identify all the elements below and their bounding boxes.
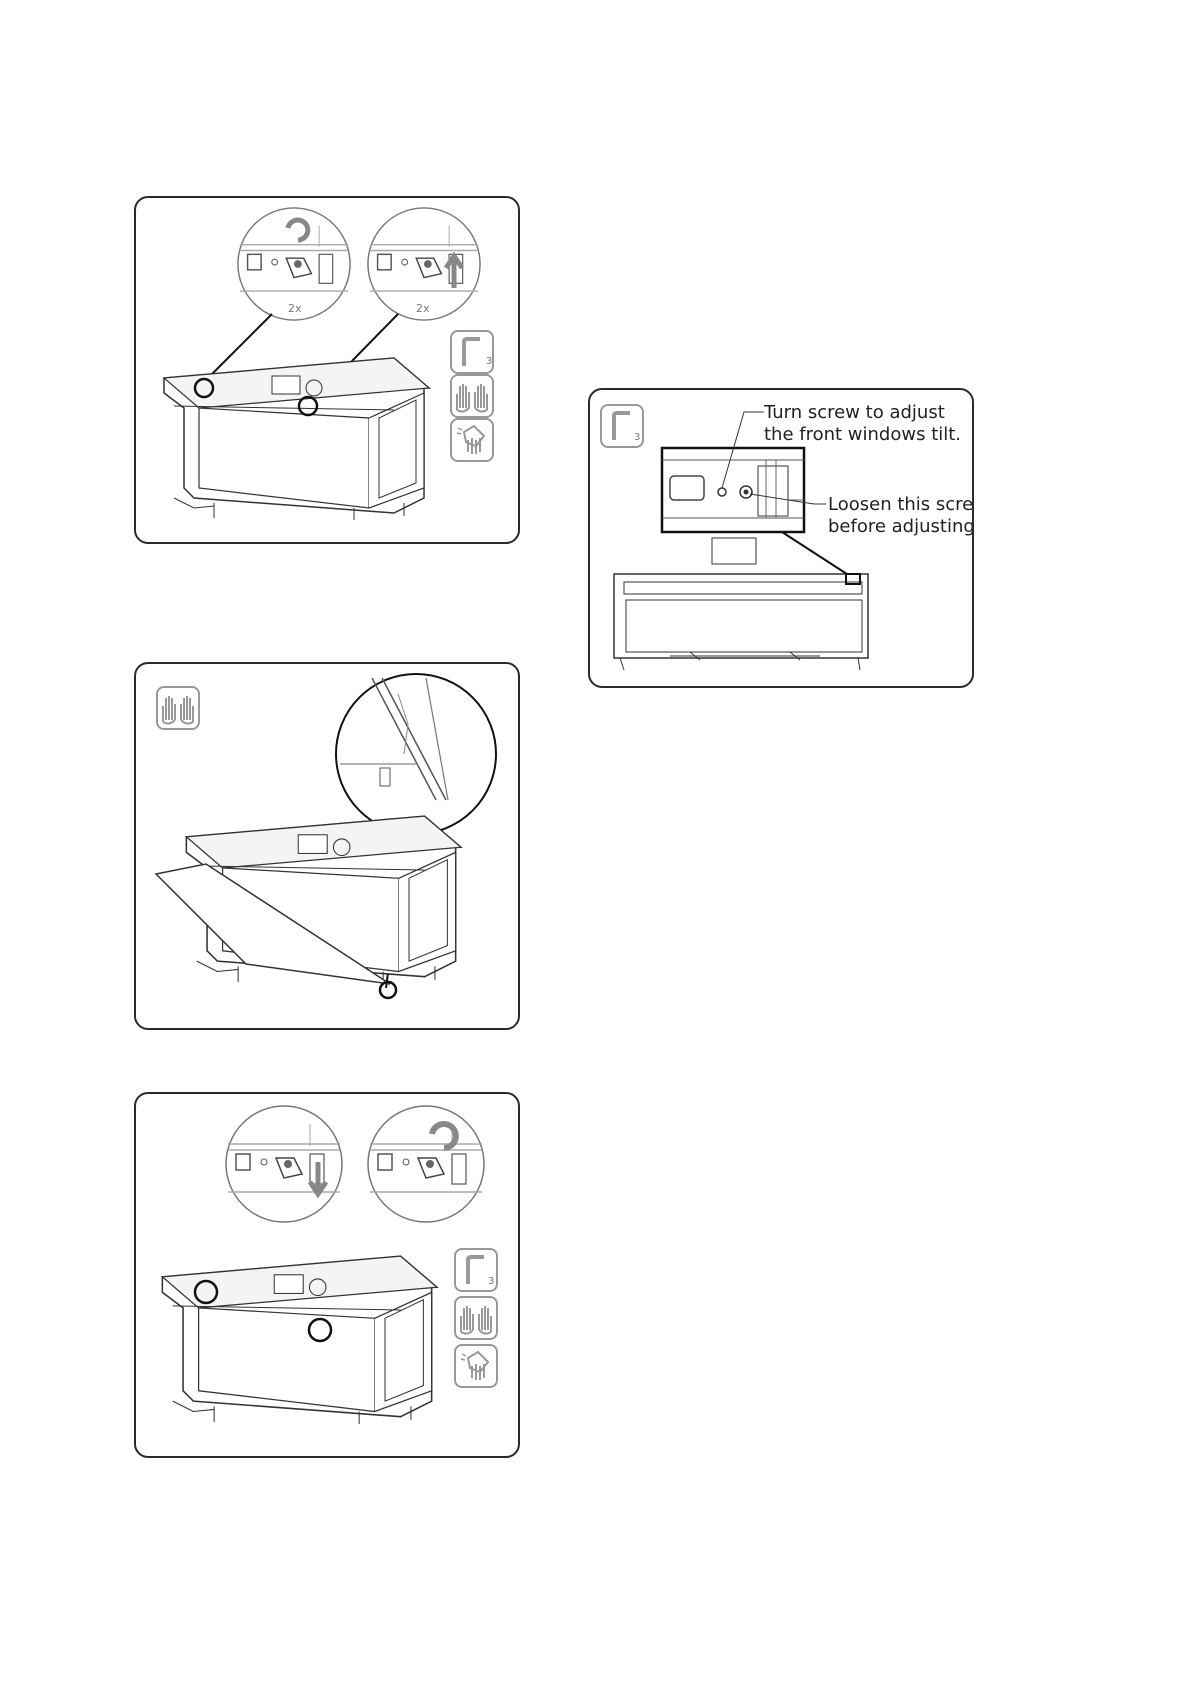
callout-loosen-line2: before adjusting. bbox=[828, 516, 974, 538]
cleaning-cloth-icon bbox=[454, 1344, 498, 1388]
step-panel-1: 2x 2x 3 bbox=[134, 196, 520, 544]
hex-key-size: 3 bbox=[488, 1276, 494, 1287]
cleaning-cloth-icon bbox=[450, 418, 494, 462]
multiplier-right: 2x bbox=[416, 302, 430, 315]
step-panel-4: 3 Turn screw to adjust the front windows… bbox=[588, 388, 974, 688]
hex-key-size: 3 bbox=[486, 356, 492, 367]
step-panel-2 bbox=[134, 662, 520, 1030]
step-2-illustration bbox=[136, 664, 518, 1028]
gloves-icon bbox=[454, 1296, 498, 1340]
step-panel-3: 3 bbox=[134, 1092, 520, 1458]
callout-tilt-line1: Turn screw to adjust bbox=[764, 402, 945, 424]
callout-loosen-line1: Loosen this screw bbox=[828, 494, 974, 516]
hex-key-icon bbox=[450, 330, 494, 374]
callout-tilt-line2: the front windows tilt. bbox=[764, 424, 961, 446]
gloves-icon bbox=[450, 374, 494, 418]
multiplier-left: 2x bbox=[288, 302, 302, 315]
